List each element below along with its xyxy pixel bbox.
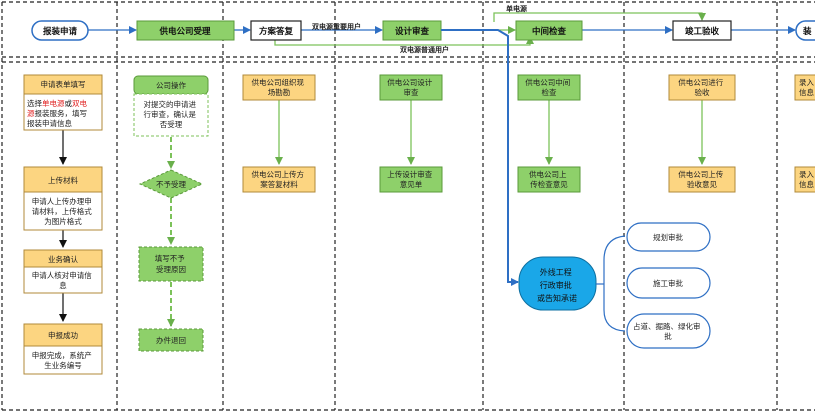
clipped-lane: 录入 信息 录入 信息 xyxy=(794,74,815,193)
scheme-upload-label: 供电公司上传方 案答复材料 xyxy=(252,169,307,189)
return-label: 办件退回 xyxy=(156,335,186,345)
upload-title: 上传材料 xyxy=(48,175,78,185)
phase-design-label: 设计审查 xyxy=(395,26,430,37)
phase-completion-label: 竣工验收 xyxy=(685,26,720,37)
design-upload-label: 上传设计审查 意见单 xyxy=(387,169,434,189)
company-op-body: 对提交的申请进 行审查，确认是 否受理 xyxy=(144,99,199,129)
gov-approval-label: 外线工程 行政审批 或告知承诺 xyxy=(537,267,577,303)
plan-approval-node[interactable] xyxy=(626,222,711,252)
phase-acceptance[interactable]: 供电公司受理 xyxy=(136,20,235,41)
apply-form-body-box xyxy=(23,93,103,131)
plan-approval-label: 规划审批 xyxy=(653,232,683,242)
reject-reason-label: 填写不予 受理原因 xyxy=(155,253,187,274)
label-dual-important: 双电源重要用户 xyxy=(312,22,361,31)
approval-bracket xyxy=(603,235,626,332)
acceptance-lane: 公司操作 对提交的申请进 行审查，确认是 否受理 不予受理 填写不予 受理原因 … xyxy=(133,75,209,352)
confirm-title: 业务确认 xyxy=(48,254,78,264)
completion-check-box[interactable] xyxy=(668,74,736,101)
phase-midcheck-label: 中间检查 xyxy=(532,26,567,37)
construction-approval-node[interactable] xyxy=(626,267,711,299)
scheme-survey-label: 供电公司组织现 场勘勘 xyxy=(252,77,307,97)
approvals: 规划审批 施工审批 占道、掘路、绿化审 批 xyxy=(626,222,711,349)
clip-box-2-label: 录入 信息 xyxy=(799,170,815,189)
midcheck-upload-label: 供电公司上 传检查意见 xyxy=(529,169,569,189)
phase-clipped[interactable]: 装 xyxy=(795,20,815,41)
apply-form-title: 申请表单填写 xyxy=(41,79,86,89)
phase-midcheck[interactable]: 中间检查 xyxy=(515,20,583,41)
completion-lane: 供电公司进行 验收 供电公司上传 验收意见 xyxy=(668,74,736,193)
completion-upload-label: 供电公司上传 验收意见 xyxy=(678,169,725,189)
success-body-box xyxy=(23,345,103,375)
reject-decision-label: 不予受理 xyxy=(156,179,186,189)
reject-decision-diamond[interactable] xyxy=(138,169,204,199)
phase-apply-label: 报装申请 xyxy=(43,26,78,37)
design-review-label: 供电公司设计 审查 xyxy=(387,77,434,97)
midcheck-lane: 供电公司中间 检查 供电公司上 传检查意见 外线工程 行政审批 或告知承诺 xyxy=(441,29,626,332)
midcheck-box[interactable] xyxy=(517,74,581,101)
construction-approval-label: 施工审批 xyxy=(653,278,683,288)
scheme-upload-box[interactable] xyxy=(242,166,316,193)
clip-box-1-label: 录入 信息 xyxy=(799,78,815,97)
label-single-source: 单电源 xyxy=(506,4,527,13)
return-box[interactable] xyxy=(138,328,204,352)
design-review-box[interactable] xyxy=(379,74,443,101)
phase-design[interactable]: 设计审查 xyxy=(382,20,442,41)
company-op-title: 公司操作 xyxy=(156,80,186,90)
completion-upload-box[interactable] xyxy=(668,166,736,193)
success-title: 申报成功 xyxy=(48,330,78,340)
clip-box-1[interactable] xyxy=(794,74,815,101)
design-lane: 供电公司设计 审查 上传设计审查 意见单 xyxy=(379,74,443,193)
clip-box-2[interactable] xyxy=(794,166,815,193)
company-op-body-box xyxy=(133,93,209,137)
phase-acceptance-label: 供电公司受理 xyxy=(158,26,211,37)
phase-completion[interactable]: 竣工验收 xyxy=(672,20,732,41)
apply-form-body: 选择单电源或双电 源报装服务，填写 报装申请信息 xyxy=(27,98,89,128)
midcheck-upload-box[interactable] xyxy=(517,166,581,193)
phase-scheme[interactable]: 方案答复 xyxy=(250,20,302,41)
upload-body: 申请人上传办理申 请材料，上传格式 为图片格式 xyxy=(32,196,94,226)
scheme-survey-box[interactable] xyxy=(242,74,316,101)
phase-apply[interactable]: 报装申请 xyxy=(31,20,89,41)
reject-reason-box[interactable] xyxy=(138,246,204,282)
confirm-body-box xyxy=(23,266,103,294)
upload-title-box[interactable] xyxy=(23,166,103,193)
phase-clipped-label: 装 xyxy=(802,26,812,37)
completion-check-label: 供电公司进行 验收 xyxy=(678,77,725,97)
success-body: 申报完成，系统产 生业务编号 xyxy=(32,350,94,370)
upload-body-box xyxy=(23,191,103,231)
road-approval-label: 占道、掘路、绿化审 批 xyxy=(633,321,703,341)
phase-scheme-label: 方案答复 xyxy=(259,26,294,37)
midcheck-label: 供电公司中间 检查 xyxy=(525,77,572,97)
scheme-lane: 供电公司组织现 场勘勘 供电公司上传方 案答复材料 xyxy=(242,74,316,193)
applicant-lane: 申请表单填写 选择单电源或双电 源报装服务，填写 报装申请信息 上传材料 申请人… xyxy=(23,74,103,375)
road-approval-node[interactable] xyxy=(626,313,711,349)
label-dual-normal: 双电源普通用户 xyxy=(400,45,449,54)
design-upload-box[interactable] xyxy=(379,166,443,193)
confirm-body: 申请人核对申请信 息 xyxy=(32,270,94,290)
